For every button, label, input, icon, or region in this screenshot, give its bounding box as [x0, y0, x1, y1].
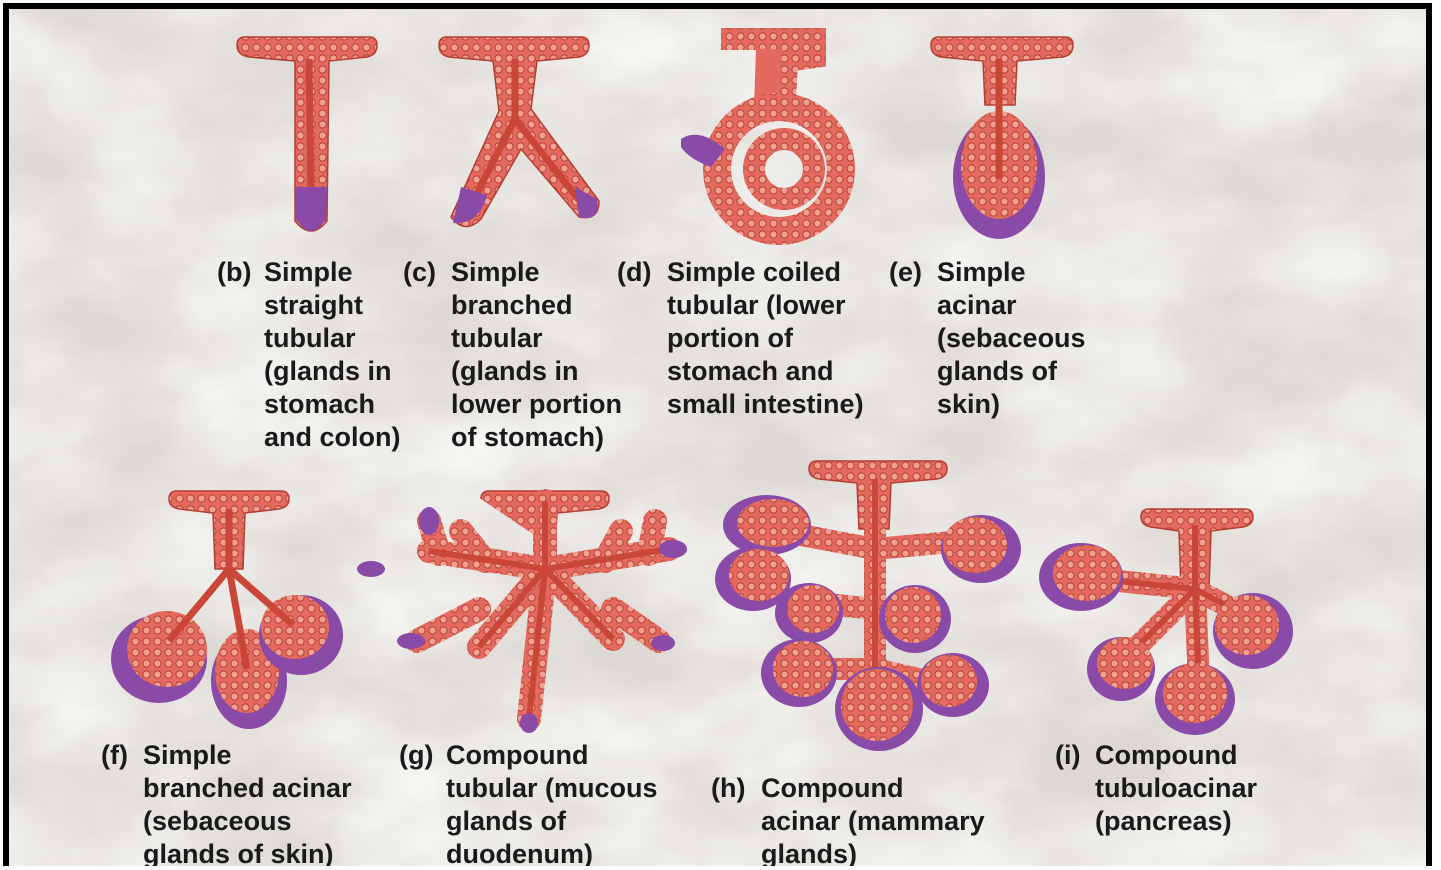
- caption-i: (i) Compound tubuloacinar (pancreas): [1055, 739, 1295, 838]
- caption-tag: (b): [217, 256, 251, 289]
- gland-simple-coiled-tubular: [681, 37, 841, 231]
- caption-tag: (i): [1055, 739, 1080, 772]
- gland-compound-tubuloacinar: [1039, 509, 1293, 735]
- caption-tag: (g): [399, 739, 433, 772]
- caption-e: (e) Simple acinar (sebaceous glands of s…: [889, 256, 1119, 421]
- caption-tag: (c): [403, 256, 436, 289]
- figure-frame: (b) Simple straight tubular (glands in s…: [3, 3, 1432, 866]
- gland-compound-tubular: [357, 491, 687, 733]
- caption-b: (b) Simple straight tubular (glands in s…: [217, 256, 432, 454]
- caption-h: (h) Compound acinar (mammary glands): [711, 772, 1031, 866]
- caption-text: Simple acinar (sebaceous glands of skin): [937, 256, 1119, 421]
- caption-g: (g) Compound tubular (mucous glands of d…: [399, 739, 699, 866]
- caption-f: (f) Simple branched acinar (sebaceous gl…: [101, 739, 391, 866]
- gland-simple-straight-tubular: [237, 37, 377, 231]
- caption-text: Simple branched acinar (sebaceous glands…: [143, 739, 391, 866]
- caption-text: Compound acinar (mammary glands): [761, 772, 1031, 866]
- gland-simple-branched-tubular: [439, 37, 599, 227]
- gland-simple-acinar: [931, 37, 1073, 239]
- caption-text: Simple coiled tubular (lower portion of …: [667, 256, 897, 421]
- gland-compound-acinar: [715, 461, 1021, 751]
- caption-tag: (f): [101, 739, 128, 772]
- caption-tag: (h): [711, 772, 745, 805]
- caption-text: Compound tubular (mucous glands of duode…: [446, 739, 699, 866]
- caption-text: Compound tubuloacinar (pancreas): [1095, 739, 1295, 838]
- gland-simple-branched-acinar: [111, 491, 343, 729]
- caption-d: (d) Simple coiled tubular (lower portion…: [617, 256, 897, 421]
- caption-tag: (d): [617, 256, 651, 289]
- caption-tag: (e): [889, 256, 922, 289]
